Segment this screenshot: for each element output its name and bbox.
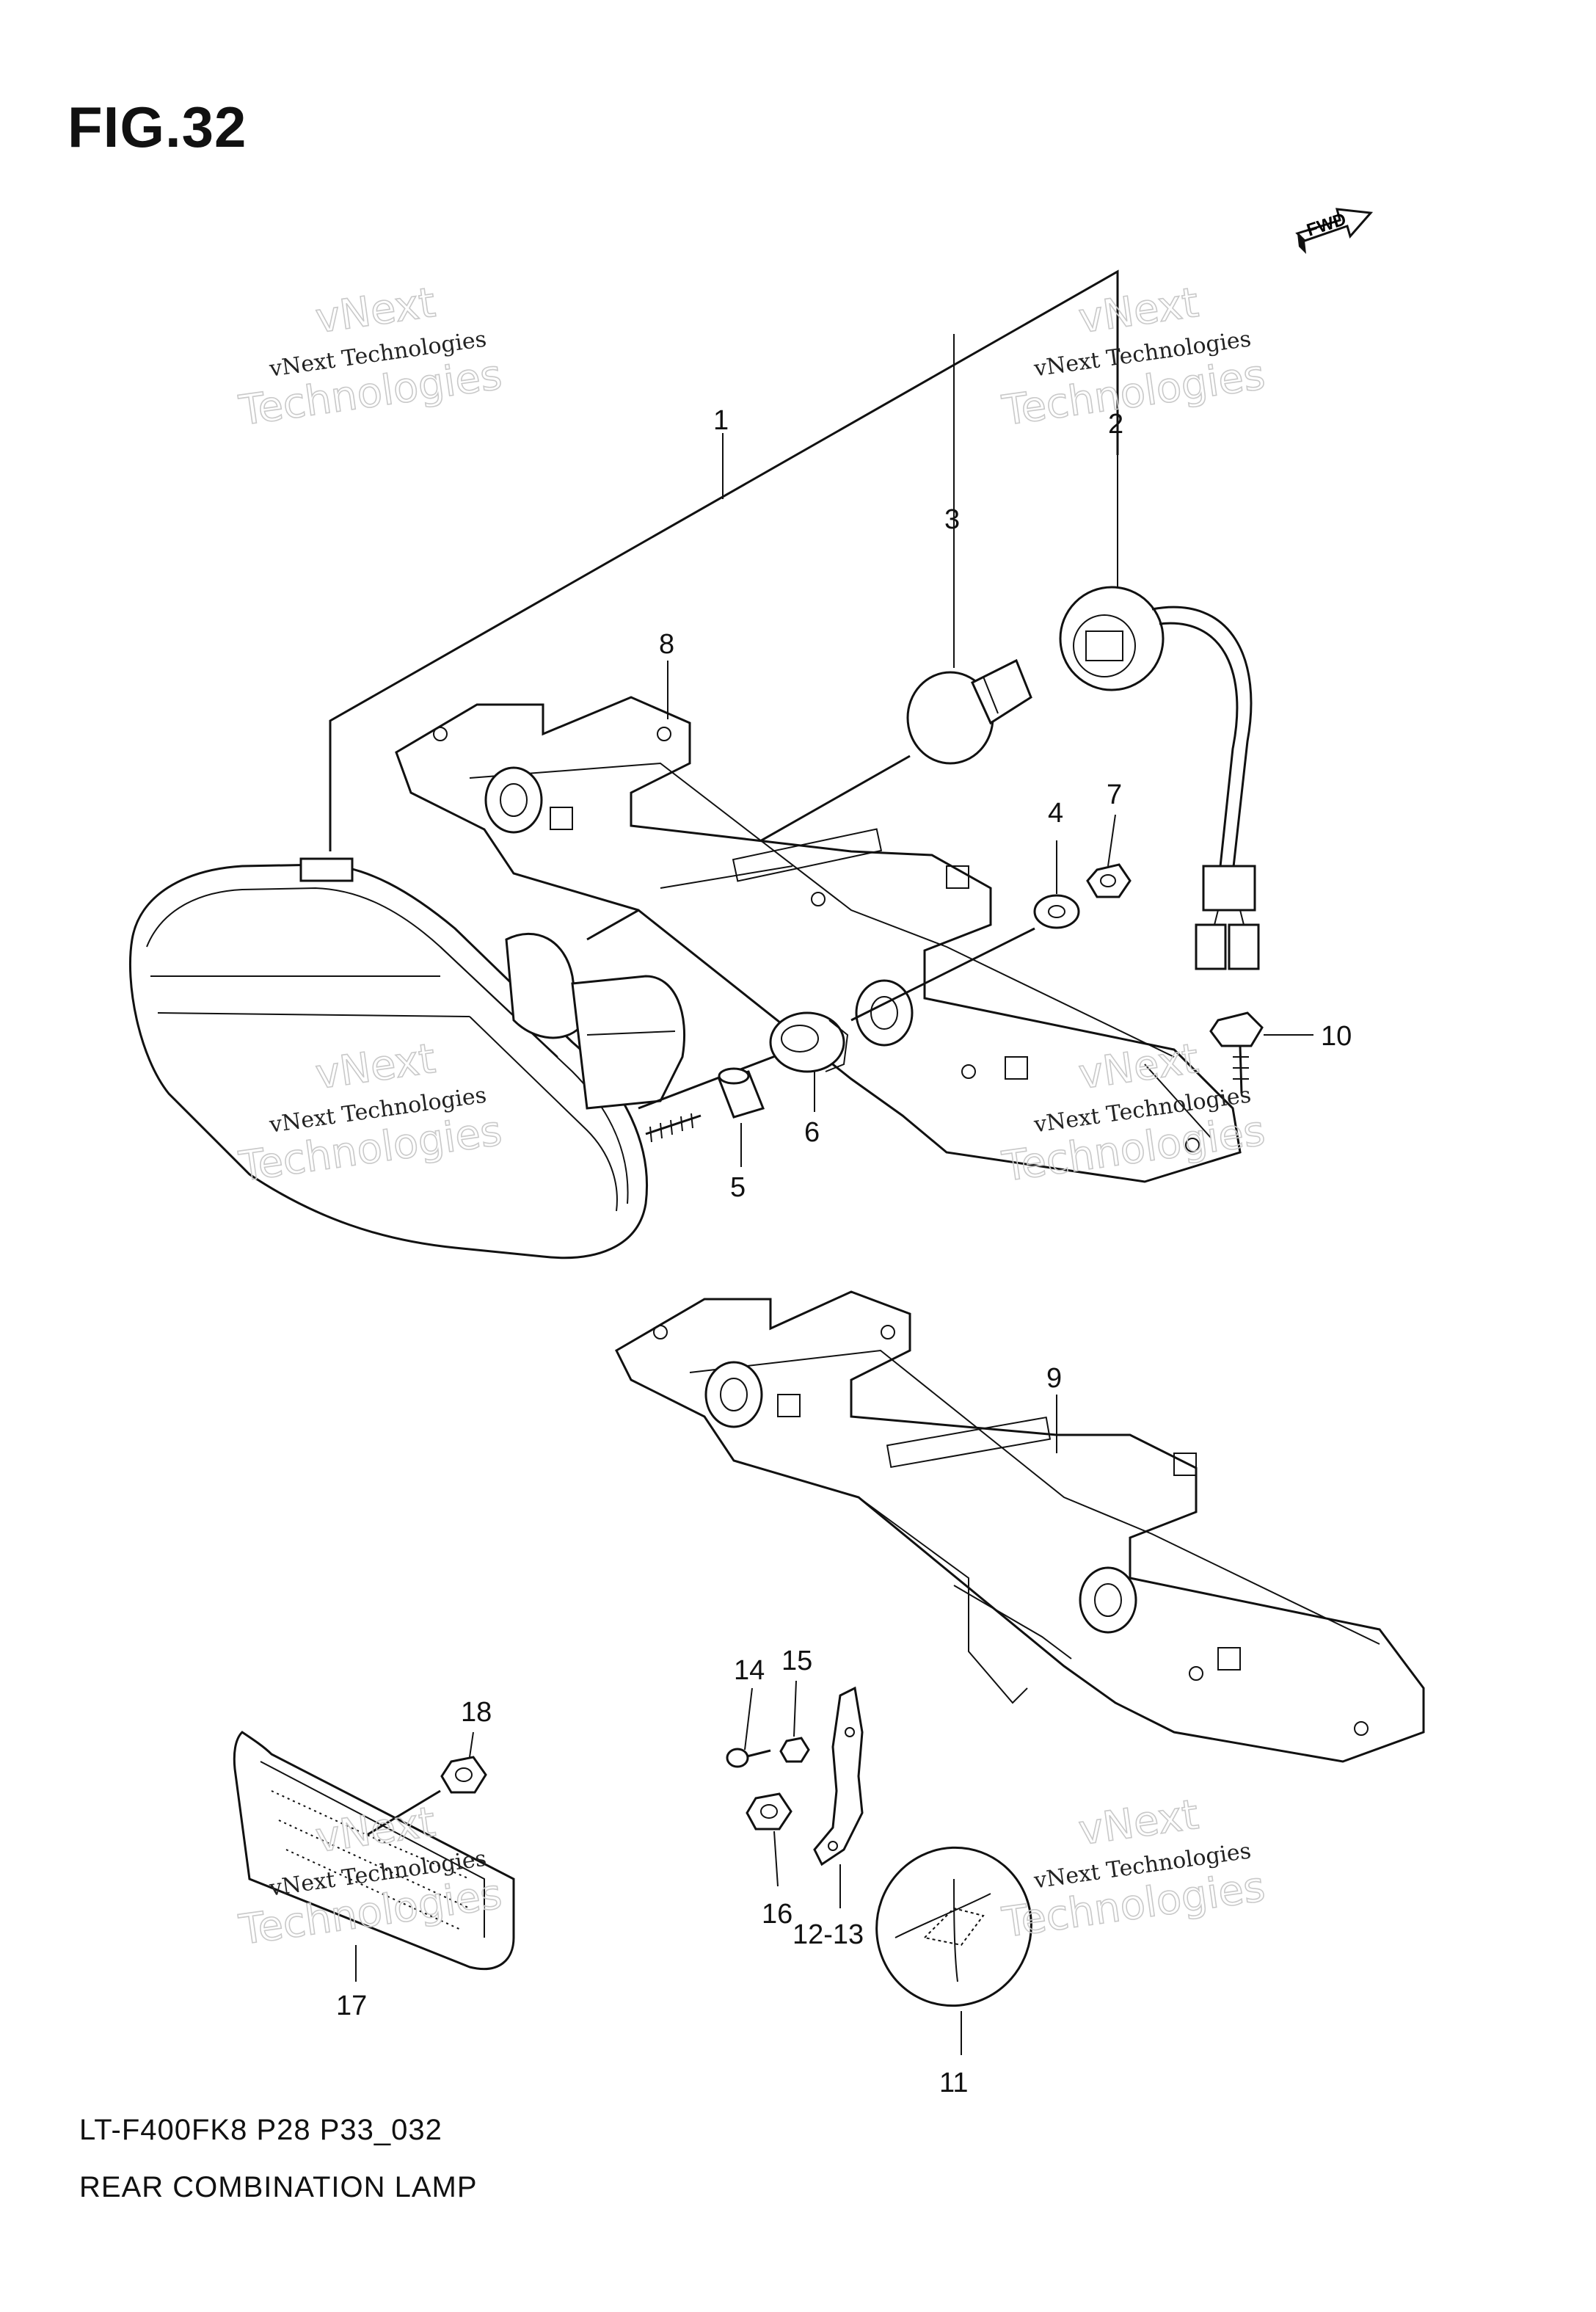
watermark-big-top: vNext bbox=[1076, 279, 1201, 343]
figure-title: FIG.32 bbox=[68, 95, 247, 159]
callout-9: 9 bbox=[1046, 1363, 1062, 1394]
callout-14: 14 bbox=[734, 1655, 765, 1686]
callout-labels: 1 2 3 4 5 6 7 8 9 10 11 12-13 14 15 16 1… bbox=[336, 405, 1352, 2098]
callout-16: 16 bbox=[762, 1899, 792, 1930]
callout-6: 6 bbox=[804, 1117, 820, 1148]
bulb bbox=[906, 658, 1032, 765]
callout-8: 8 bbox=[659, 629, 674, 660]
nut bbox=[1086, 863, 1132, 898]
callout-7: 7 bbox=[1107, 779, 1122, 810]
callout-11: 11 bbox=[939, 2068, 968, 2098]
watermark: vNext vNext Technologies Technologies bbox=[236, 278, 506, 436]
nut-16 bbox=[746, 1792, 792, 1831]
callout-3: 3 bbox=[944, 504, 960, 535]
reflector-stay bbox=[813, 1686, 864, 1866]
callout-1: 1 bbox=[713, 405, 729, 436]
watermark-big-top: vNext bbox=[1076, 1791, 1201, 1855]
callout-15: 15 bbox=[781, 1646, 812, 1676]
fwd-label: FWD bbox=[1305, 209, 1349, 241]
callout-10: 10 bbox=[1321, 1021, 1352, 1052]
screw bbox=[726, 1748, 771, 1768]
watermark: vNext vNext Technologies Technologies bbox=[999, 1790, 1269, 1948]
flange-bolt bbox=[1209, 1011, 1313, 1094]
lamp-stud-bolt bbox=[645, 1113, 702, 1143]
watermark: vNext vNext Technologies Technologies bbox=[999, 278, 1269, 436]
bulb-socket-harness bbox=[1059, 586, 1260, 970]
grommet bbox=[769, 1011, 849, 1073]
watermark-big-top: vNext bbox=[313, 279, 438, 343]
lower-bracket bbox=[615, 1290, 1425, 1763]
callout-4: 4 bbox=[1048, 798, 1063, 829]
washer bbox=[850, 894, 1080, 1022]
tail-lamp-housing bbox=[128, 755, 911, 1259]
model-code: LT-F400FK8 P28 P33_032 bbox=[79, 2114, 442, 2146]
round-reflector bbox=[875, 1846, 1032, 2007]
nut-15 bbox=[779, 1737, 810, 1763]
callout-18: 18 bbox=[461, 1697, 492, 1728]
callout-17: 17 bbox=[336, 1991, 367, 2021]
rectangular-reflector bbox=[233, 1731, 515, 1971]
spacer bbox=[717, 1067, 765, 1119]
fwd-arrow-icon: FWD bbox=[1295, 208, 1374, 254]
callout-2: 2 bbox=[1108, 409, 1123, 440]
assembly-name: REAR COMBINATION LAMP bbox=[79, 2171, 478, 2203]
nut-18 bbox=[366, 1756, 487, 1836]
callout-12-13: 12-13 bbox=[792, 1919, 864, 1950]
callout-5: 5 bbox=[730, 1172, 746, 1203]
leader-lines bbox=[355, 433, 1118, 2055]
